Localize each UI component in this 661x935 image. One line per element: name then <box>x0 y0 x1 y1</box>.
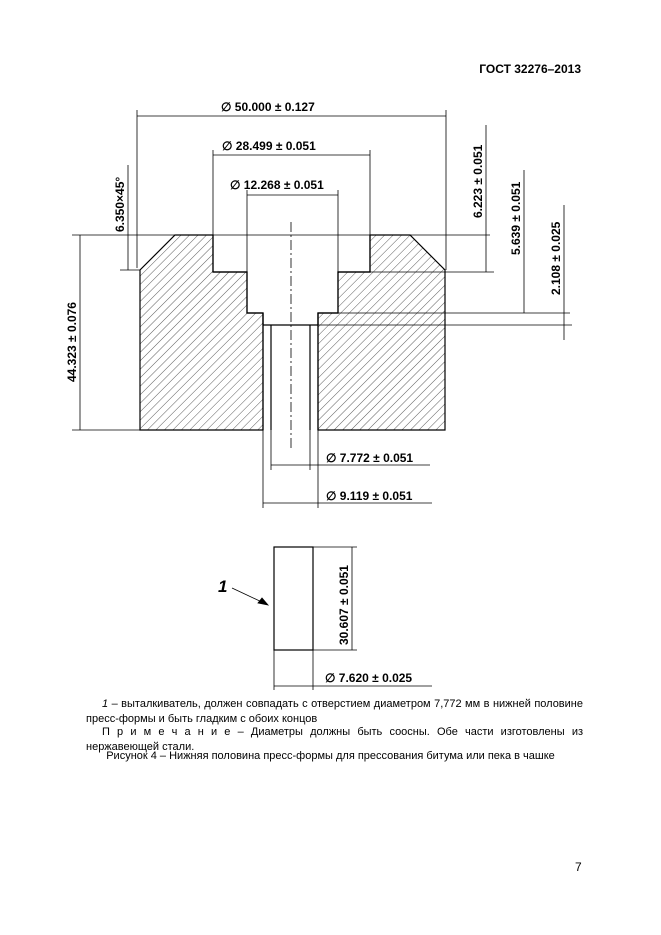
dim-total-height: 44.323 ± 0.076 <box>65 302 79 382</box>
dim-small-height: 2.108 ± 0.025 <box>549 221 563 295</box>
die-bore <box>212 235 371 430</box>
note-paragraph: П р и м е ч а н и е – Диаметры должны бы… <box>86 725 583 755</box>
note-label: П р и м е ч а н и е <box>102 726 231 738</box>
dim-ejector-height: 30.607 ± 0.051 <box>337 565 351 645</box>
dim-outer-diameter: ∅ 50.000 ± 0.127 <box>221 100 315 114</box>
ejector-dimensions <box>231 546 432 690</box>
legend-text: – выталкиватель, должен совпадать с отве… <box>86 698 583 725</box>
dim-bore-diameter: ∅ 9.119 ± 0.051 <box>326 489 413 503</box>
dim-counterbore-height: 6.223 ± 0.051 <box>471 144 485 218</box>
die-body <box>139 234 446 431</box>
note-text: – Диаметры должны быть соосны. Обе части… <box>86 726 584 753</box>
document-header: ГОСТ 32276–2013 <box>479 62 581 76</box>
dim-middle-height: 5.639 ± 0.051 <box>509 181 523 255</box>
dim-chamfer: 6.350×45° <box>113 177 127 232</box>
dim-middle-diameter: ∅ 12.268 ± 0.051 <box>230 178 324 192</box>
page-number: 7 <box>575 860 582 874</box>
dim-hole-diameter: ∅ 7.772 ± 0.051 <box>326 451 413 465</box>
figure-caption: Рисунок 4 – Нижняя половина пресс-формы … <box>106 750 555 762</box>
legend-number: 1 <box>102 698 109 710</box>
dimension-lines <box>72 110 572 508</box>
technical-drawing: ∅ 50.000 ± 0.127 ∅ 28.499 ± 0.051 ∅ 12.2… <box>65 100 572 690</box>
ejector-callout-number: 1 <box>218 577 227 596</box>
dim-counterbore-diameter: ∅ 28.499 ± 0.051 <box>222 139 316 153</box>
ejector-pin <box>273 546 314 651</box>
dim-ejector-diameter: ∅ 7.620 ± 0.025 <box>325 671 412 685</box>
legend-paragraph: 1 – выталкиватель, должен совпадать с от… <box>86 697 583 727</box>
